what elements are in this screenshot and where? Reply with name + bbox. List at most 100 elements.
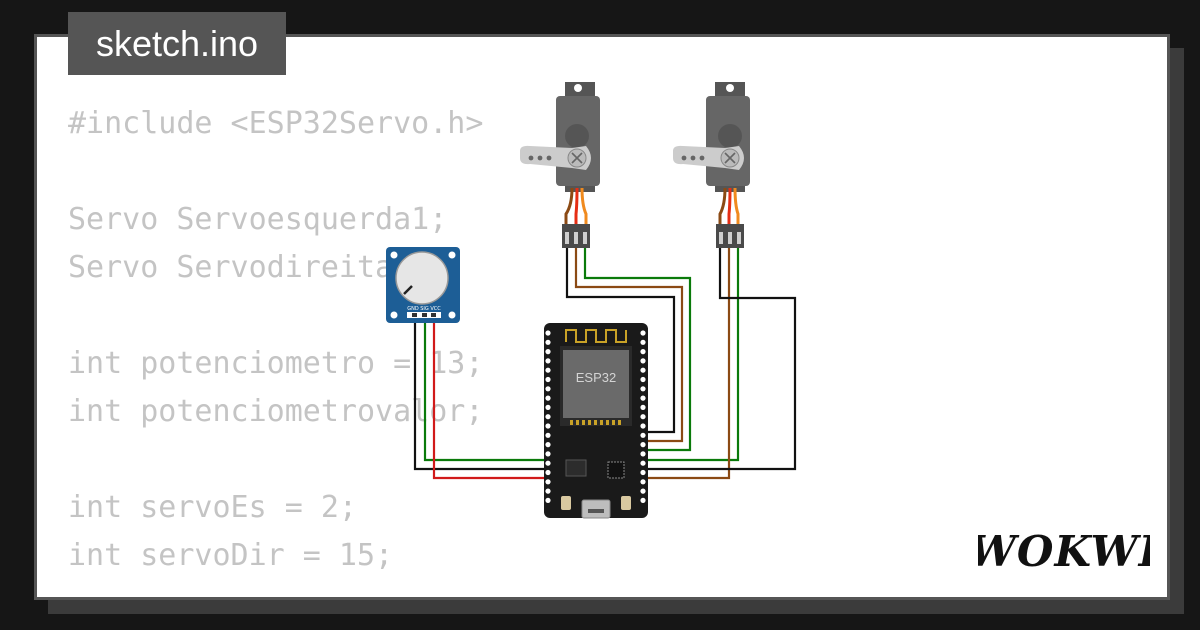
- servo-horn-hole: [690, 155, 696, 161]
- esp32-pin[interactable]: [545, 479, 551, 485]
- wire-servo1-vcc[interactable]: [574, 248, 684, 443]
- esp32-pin[interactable]: [545, 358, 551, 364]
- esp32-module-shield: [563, 350, 629, 418]
- servo-horn-hole: [681, 155, 687, 161]
- code-line: int servoDir = 15;: [68, 538, 394, 573]
- esp32-pins-right: [640, 330, 646, 503]
- esp32-pin[interactable]: [640, 488, 646, 494]
- potentiometer-pin: [422, 313, 427, 317]
- servo-connector-pin: [565, 232, 569, 244]
- esp32-pin[interactable]: [545, 395, 551, 401]
- esp32-pin[interactable]: [640, 339, 646, 345]
- esp32-pin[interactable]: [640, 497, 646, 503]
- potentiometer-mount-hole: [448, 311, 456, 319]
- wire-servo1-gnd[interactable]: [565, 248, 676, 434]
- wire-servo2-vcc[interactable]: [643, 248, 731, 480]
- usb-port-opening: [588, 509, 604, 513]
- code-line: #include <ESP32Servo.h>: [68, 106, 484, 141]
- esp32-pin[interactable]: [640, 479, 646, 485]
- esp32-pin[interactable]: [545, 432, 551, 438]
- servo-cable-red: [574, 187, 579, 224]
- servo-mount-hole: [726, 84, 734, 92]
- servo-horn-screw: [724, 152, 736, 164]
- esp32-pin[interactable]: [545, 460, 551, 466]
- potentiometer-knob[interactable]: [395, 251, 449, 305]
- servo-cable-orange: [733, 187, 740, 224]
- servo-connector-pin: [574, 232, 578, 244]
- voltage-regulator-chip: [565, 459, 587, 477]
- esp32-pin[interactable]: [545, 367, 551, 373]
- servo-gear: [565, 124, 589, 148]
- esp32-pin[interactable]: [545, 488, 551, 494]
- servo-motor-right[interactable]: [673, 82, 750, 248]
- esp32-pin[interactable]: [545, 451, 551, 457]
- potentiometer-mount-hole: [390, 251, 398, 259]
- esp32-pin[interactable]: [545, 339, 551, 345]
- servo-horn-screw: [571, 152, 583, 164]
- servo-cable-brown: [564, 187, 574, 224]
- boot-button[interactable]: [561, 496, 571, 510]
- servo-horn-hole: [528, 155, 534, 161]
- code-line: Servo Servoesquerda1;: [68, 202, 448, 237]
- esp32-pin[interactable]: [545, 376, 551, 383]
- servo-horn-hole: [546, 155, 552, 161]
- enable-button[interactable]: [621, 496, 631, 510]
- esp32-pin[interactable]: [545, 423, 551, 429]
- esp32-pin[interactable]: [640, 460, 646, 466]
- usb-serial-chip: [607, 461, 625, 479]
- esp32-pin[interactable]: [545, 414, 551, 420]
- esp32-pin[interactable]: [640, 469, 646, 476]
- esp32-pin[interactable]: [640, 386, 646, 392]
- esp32-pin[interactable]: [640, 395, 646, 401]
- servo-cable-brown: [718, 187, 727, 224]
- esp32-pin[interactable]: [545, 442, 551, 448]
- servo-horn-hole: [537, 155, 543, 161]
- servo-gear: [718, 124, 742, 148]
- esp32-pin[interactable]: [640, 358, 646, 364]
- servo-connector-pin: [719, 232, 723, 244]
- wire-servo2-signal[interactable]: [643, 248, 740, 462]
- esp32-pin[interactable]: [545, 330, 551, 336]
- servo-connector-pin: [728, 232, 732, 244]
- esp32-pin[interactable]: [545, 386, 551, 392]
- esp32-pin[interactable]: [640, 349, 646, 355]
- esp32-pin[interactable]: [545, 497, 551, 503]
- file-tab[interactable]: sketch.ino: [68, 12, 286, 75]
- esp32-board[interactable]: ESP32: [544, 323, 648, 519]
- servo-horn-hole: [699, 155, 705, 161]
- potentiometer-pin: [431, 313, 436, 317]
- esp32-label: ESP32: [576, 370, 616, 385]
- wire-pot-sig[interactable]: [423, 318, 548, 462]
- potentiometer[interactable]: GND SIG VCC: [386, 247, 460, 323]
- esp32-pin[interactable]: [640, 423, 646, 429]
- potentiometer-knob-indicator: [403, 285, 413, 295]
- servo-cable-red: [727, 187, 732, 224]
- esp32-pin[interactable]: [640, 414, 646, 420]
- wire-servo1-signal[interactable]: [583, 248, 692, 452]
- wire-pot-gnd[interactable]: [413, 318, 548, 471]
- esp32-pin[interactable]: [545, 349, 551, 355]
- esp32-pins-left: [545, 330, 551, 503]
- wire-pot-vcc[interactable]: [432, 318, 548, 480]
- servo-cable-orange: [580, 187, 588, 224]
- wokwi-logo: WOKWI: [978, 528, 1150, 576]
- potentiometer-pin: [412, 313, 417, 317]
- esp32-pin[interactable]: [640, 330, 646, 336]
- servo-connector-pin: [737, 232, 741, 244]
- wire-servo2-gnd[interactable]: [643, 248, 797, 471]
- esp32-module-pads: [570, 420, 621, 425]
- esp32-pin[interactable]: [545, 469, 551, 476]
- esp32-pin[interactable]: [640, 442, 646, 448]
- esp32-pin[interactable]: [640, 367, 646, 373]
- servo-mount-hole: [574, 84, 582, 92]
- potentiometer-mount-hole: [448, 251, 456, 259]
- esp32-pin[interactable]: [640, 376, 646, 383]
- wires: [413, 248, 797, 480]
- esp32-pin[interactable]: [640, 451, 646, 457]
- esp32-pin[interactable]: [640, 432, 646, 438]
- servo-motor-left[interactable]: [520, 82, 600, 248]
- potentiometer-mount-hole: [390, 311, 398, 319]
- esp32-pin[interactable]: [640, 404, 646, 410]
- esp32-pin[interactable]: [545, 404, 551, 410]
